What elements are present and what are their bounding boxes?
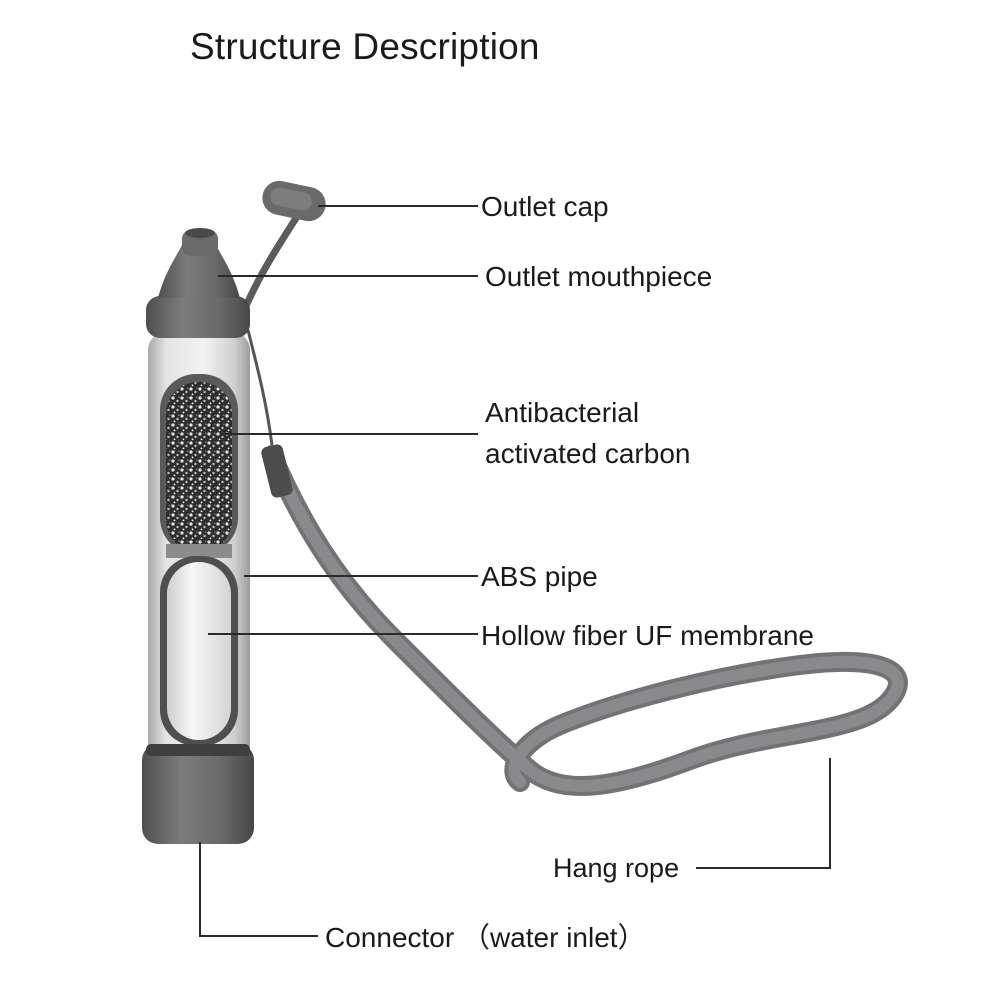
hang-rope-strap-inner — [266, 449, 904, 793]
carbon-separator — [166, 544, 232, 558]
leader-connector — [199, 842, 318, 937]
label-carbon-line2: activated carbon — [485, 438, 691, 469]
connector — [142, 744, 254, 844]
membrane-fibers — [167, 562, 231, 740]
label-outlet-cap: Outlet cap — [481, 191, 609, 222]
label-carbon-line1: Antibacterial — [485, 397, 640, 428]
label-abs-pipe: ABS pipe — [481, 561, 598, 592]
outlet-cap — [262, 180, 326, 222]
carbon-granules — [166, 382, 232, 552]
rope-buckle — [261, 444, 293, 498]
page-title: Structure Description — [190, 26, 540, 67]
rope-cord — [246, 329, 274, 446]
leader-lines — [199, 205, 831, 937]
leader-hang-rope — [696, 758, 831, 869]
outlet-mouthpiece — [146, 228, 250, 338]
label-membrane: Hollow fiber UF membrane — [481, 620, 814, 651]
label-hang-rope: Hang rope — [553, 853, 680, 883]
label-outlet-mouthpiece: Outlet mouthpiece — [485, 261, 713, 292]
label-connector: Connector （water inlet） — [325, 922, 646, 953]
cap-tether-cord — [242, 208, 304, 310]
